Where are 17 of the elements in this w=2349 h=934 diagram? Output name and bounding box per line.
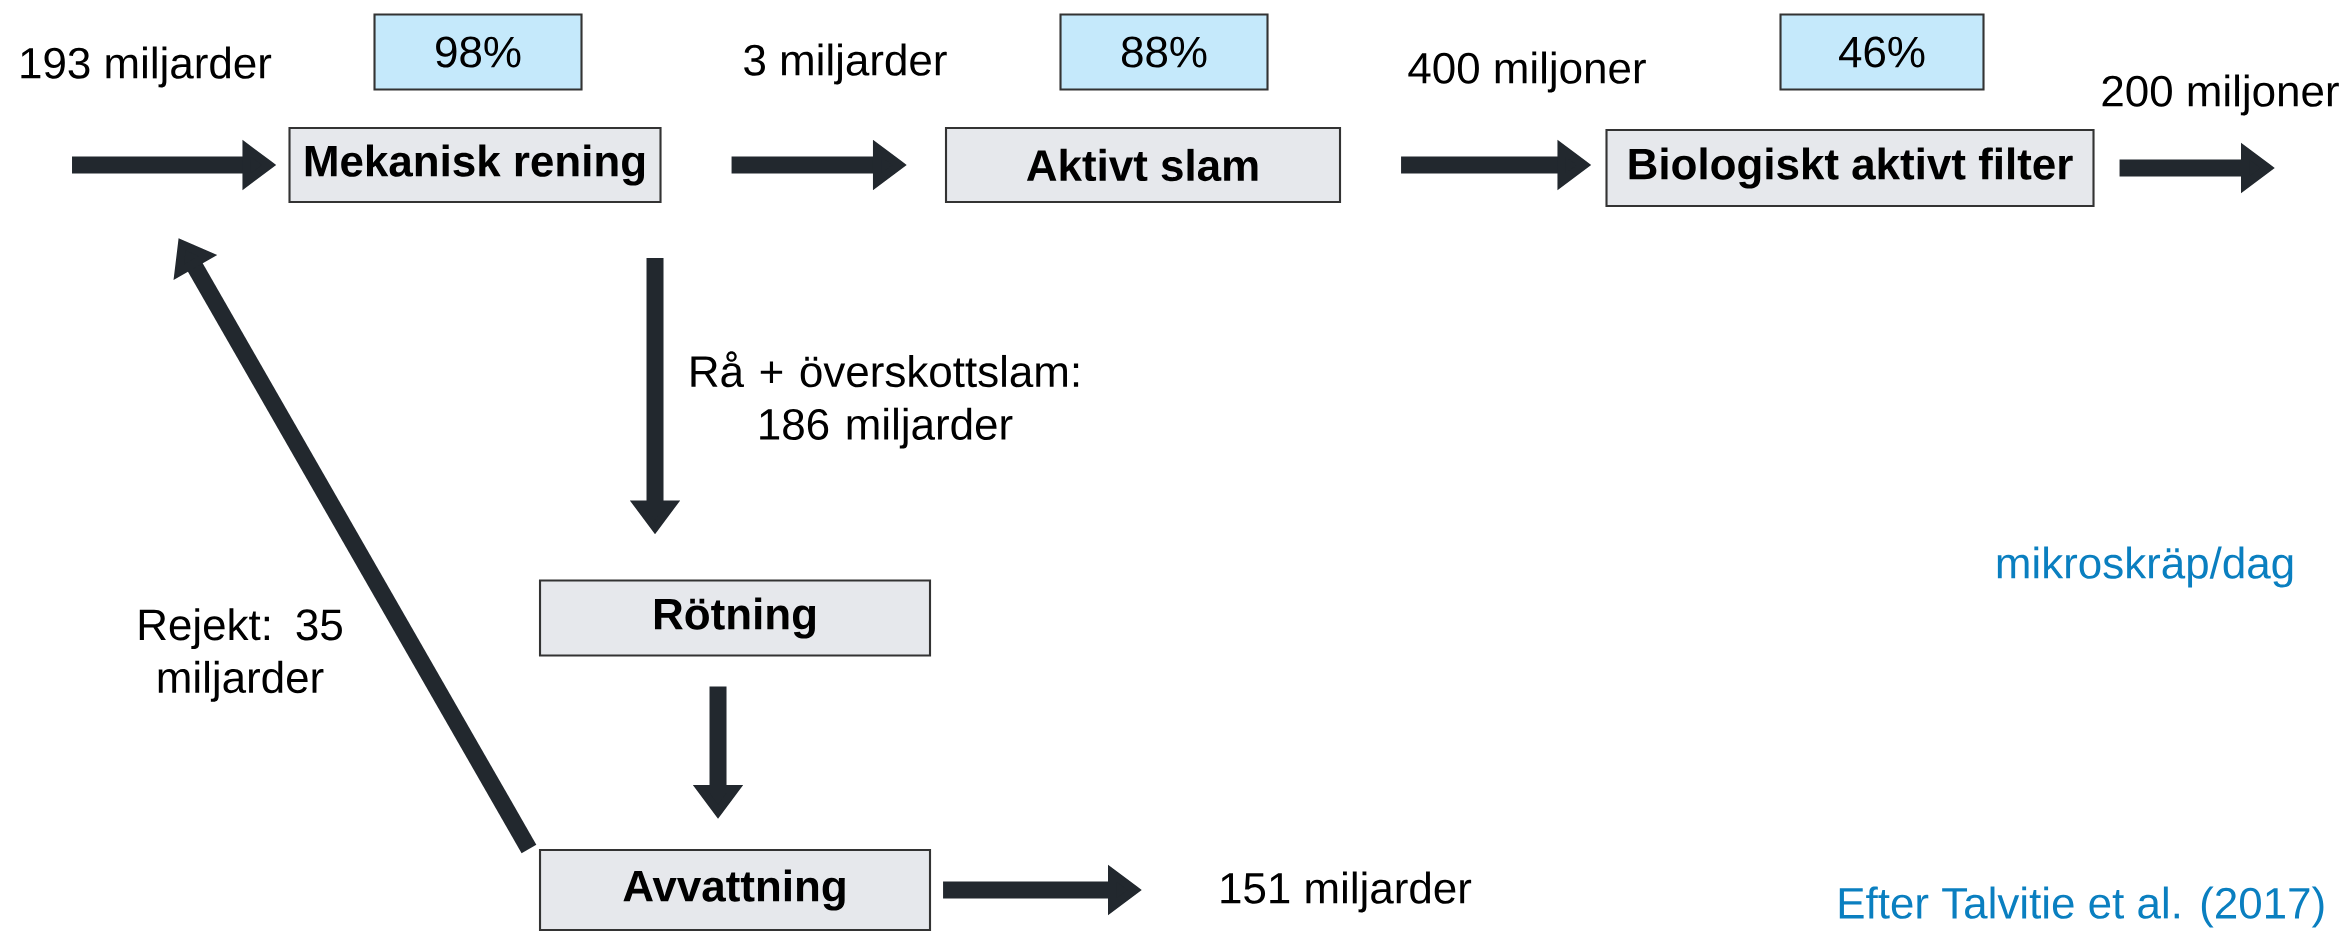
percent-box: 46% xyxy=(1779,13,1985,91)
source-note: Efter Talvitie et al. (2017) xyxy=(1839,886,2324,928)
edge-label: 200 miljoner xyxy=(2102,74,2339,116)
unit-note: mikroskräp/dag xyxy=(1997,546,2293,588)
percent-box: 88% xyxy=(1059,13,1269,91)
edge-label: 151 miljarder xyxy=(1221,871,1472,913)
edge-label: 400 miljoner xyxy=(1408,51,1646,93)
process-box: Rötning xyxy=(538,579,932,657)
process-box: Biologiskt aktivt filter xyxy=(1605,128,2095,208)
edge-label: Rå + överskottslam: 186 miljarder xyxy=(691,351,1079,449)
process-box: Mekanisk rening xyxy=(288,126,662,204)
percent-box: 98% xyxy=(373,13,583,91)
edge-label: 193 miljarder xyxy=(21,46,272,88)
edge-label: Rejekt: 35 miljarder xyxy=(139,608,342,702)
process-box: Avvattning xyxy=(538,848,932,932)
edge-label: 3 miljarder xyxy=(744,43,947,85)
process-box: Aktivt slam xyxy=(944,126,1342,204)
